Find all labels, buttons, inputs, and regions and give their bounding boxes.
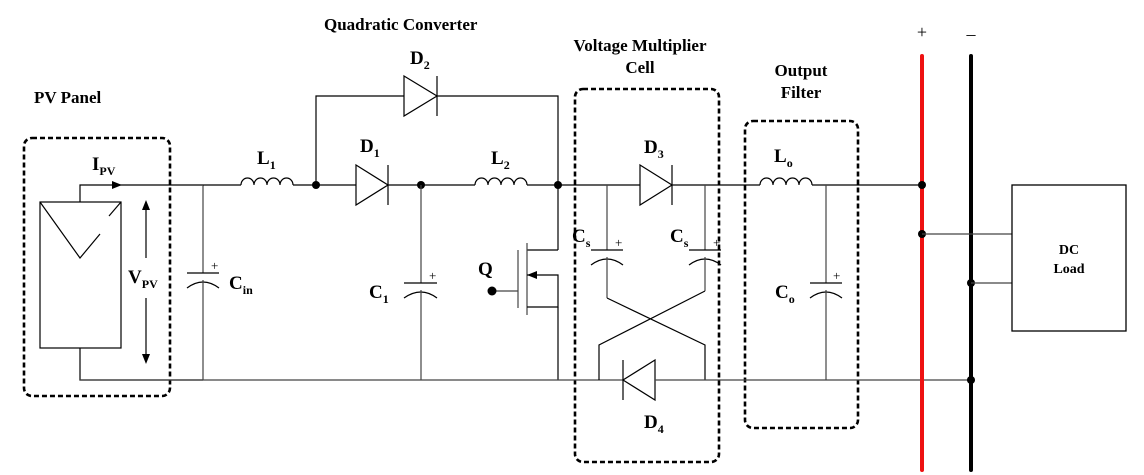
cs-right-label: Cs	[670, 226, 689, 250]
cin-label: Cin	[229, 273, 253, 297]
ipv-label: IPV	[92, 154, 116, 178]
cs-left-capacitor	[590, 185, 624, 298]
pv-panel-symbol	[39, 184, 203, 381]
d4-label: D4	[644, 412, 664, 436]
co-label: Co	[775, 282, 795, 306]
cs-right-capacitor	[688, 185, 722, 291]
c1-capacitor	[403, 185, 438, 380]
gate-terminal-dot	[487, 286, 497, 296]
l2-inductor	[474, 177, 528, 186]
filter-title-line2: Filter	[781, 83, 822, 102]
l1-label: L1	[257, 148, 276, 172]
d2-diode	[403, 74, 439, 118]
c1-label: C1	[369, 282, 389, 306]
ipv-arrow-icon	[112, 181, 122, 189]
d3-label: D3	[644, 137, 664, 161]
co-capacitor	[809, 185, 843, 380]
negative-bus-label: –	[966, 24, 977, 44]
positive-bus-label: +	[917, 22, 927, 42]
output-filter-box	[743, 119, 860, 430]
q-label: Q	[478, 259, 493, 280]
d3-diode	[639, 163, 674, 207]
lo-inductor	[759, 177, 813, 186]
cs-left-label: Cs	[572, 226, 591, 250]
lo-label: Lo	[774, 146, 793, 170]
d2-label: D2	[410, 48, 430, 72]
vpv-arrow-icon	[142, 200, 150, 364]
l2-label: L2	[491, 148, 510, 172]
dc-load-label-line2: Load	[1053, 262, 1084, 277]
vmc-cross-wires	[598, 290, 706, 380]
dc-load-box	[1011, 184, 1127, 332]
co-plus: +	[833, 268, 840, 283]
d4-diode	[621, 358, 656, 402]
pv-panel-title: PV Panel	[34, 88, 101, 107]
cs-right-plus: +	[713, 235, 720, 250]
d1-label: D1	[360, 136, 380, 160]
c1-plus: +	[429, 268, 436, 283]
d1-diode	[355, 163, 390, 207]
cs-left-plus: +	[615, 235, 622, 250]
junction-dot	[967, 376, 975, 384]
junction-dot	[918, 181, 926, 189]
cin-capacitor	[186, 185, 220, 380]
pv-panel-box	[22, 136, 172, 398]
filter-title-line1: Output	[775, 61, 828, 80]
cin-plus: +	[211, 258, 218, 273]
quadratic-converter-title: Quadratic Converter	[324, 15, 478, 34]
q-mosfet	[492, 185, 559, 380]
vpv-label: VPV	[128, 267, 158, 291]
vmc-title-line2: Cell	[625, 58, 655, 77]
vmc-box	[573, 87, 721, 464]
vmc-title-line1: Voltage Multiplier	[574, 36, 707, 55]
l1-inductor	[240, 177, 294, 186]
dc-load-label-line1: DC	[1059, 243, 1079, 258]
